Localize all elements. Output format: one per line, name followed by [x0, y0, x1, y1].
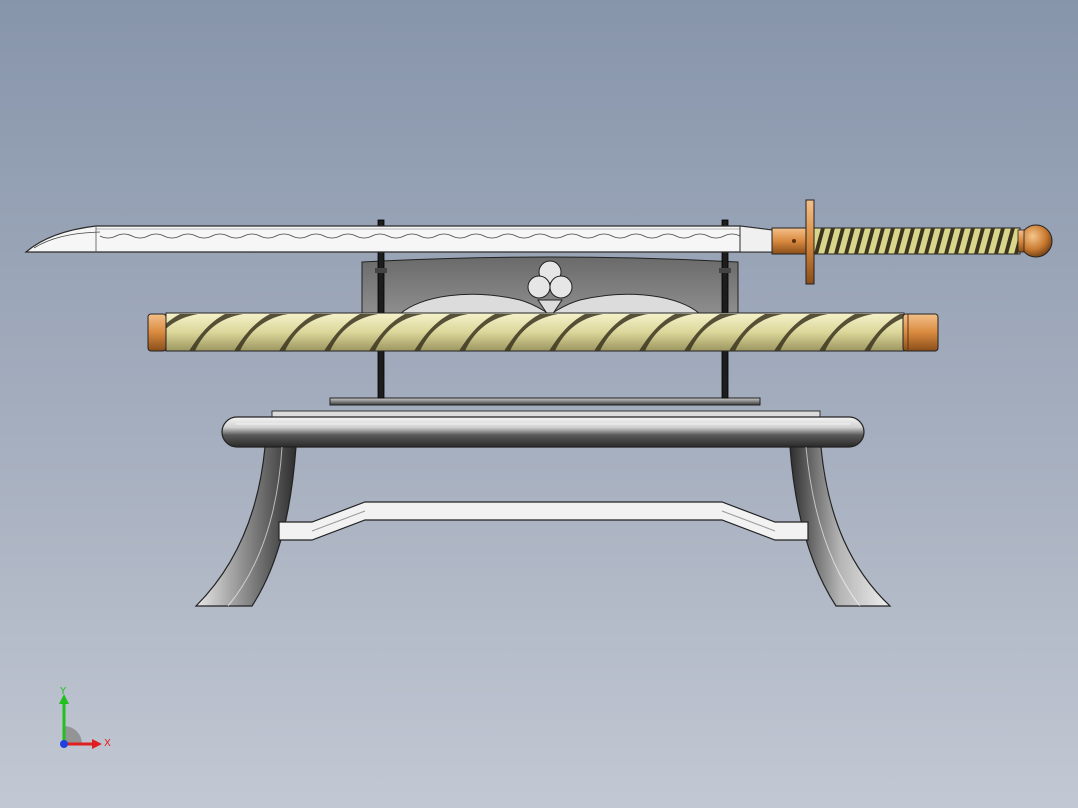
- stand-left-upright: [377, 219, 385, 399]
- triad-plane-icon: [64, 726, 82, 744]
- katana[interactable]: [24, 199, 1053, 285]
- y-axis-label: Y: [59, 686, 67, 697]
- katana-kashira-pommel: [1019, 224, 1053, 258]
- katana-habaki: [739, 225, 773, 253]
- z-axis-dot-icon: [60, 740, 68, 748]
- x-axis-label: X: [104, 738, 111, 749]
- clover-cutout-icon: [527, 260, 573, 299]
- blade-hamon-line: [99, 233, 741, 239]
- katana-blade: [24, 225, 773, 253]
- stand-right-upright: [721, 219, 729, 399]
- saya-wrap-pattern: [166, 314, 904, 351]
- katana-fuchi: [771, 227, 807, 255]
- saya-right-cap: [902, 313, 939, 352]
- tsuka-wrap-pattern: [814, 228, 1020, 254]
- katana-tsuba: [805, 199, 815, 285]
- display-bench[interactable]: [194, 410, 892, 607]
- stand-base: [329, 397, 761, 406]
- bench-right-leg: [789, 446, 892, 607]
- saya-scabbard[interactable]: [144, 312, 939, 352]
- bench-crossbar: [278, 501, 809, 541]
- bench-left-leg: [194, 446, 297, 607]
- bench-top-rail: [221, 416, 865, 448]
- saya-left-cap: [147, 313, 167, 352]
- coordinate-triad: Y X: [59, 686, 111, 749]
